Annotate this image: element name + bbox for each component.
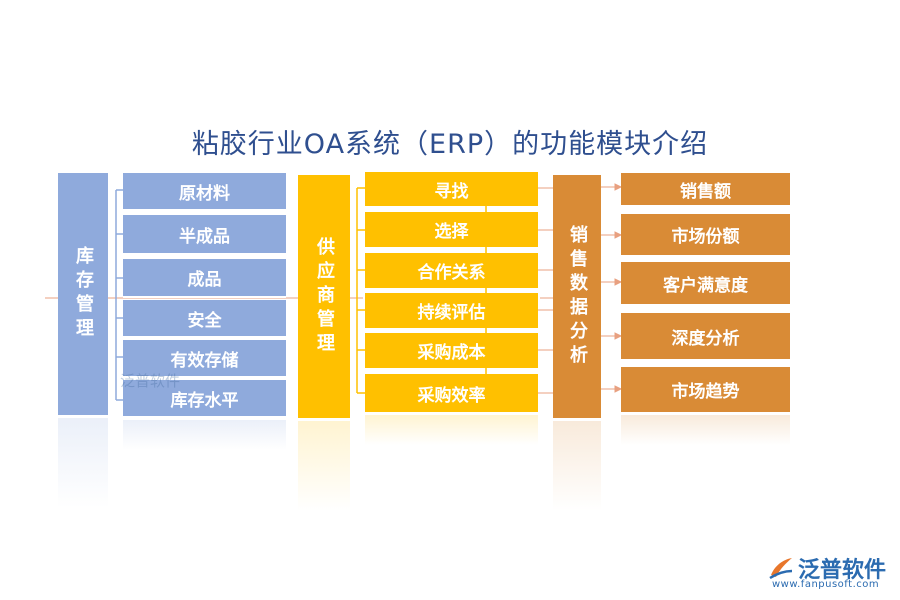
supplier-item-select: 选择 [365,212,538,247]
logo-url: www.fanpusoft.com [772,579,880,590]
inventory-item-effective-storage: 有效存储 [123,340,286,378]
supplier-item-search: 寻找 [365,172,538,206]
sales-analysis-box: 销售数据分析 [553,175,601,418]
logo-text: 泛普软件 [798,558,887,583]
inventory-item-stock-level: 库存水平 [123,380,286,418]
inventory-item-finished: 成品 [123,259,286,298]
sales-item-revenue: 销售额 [621,173,790,205]
watermark: 泛普软件 [120,372,181,390]
reflection [58,418,108,508]
reflection [553,421,601,511]
supplier-item-continuous-evaluation: 持续评估 [365,293,538,328]
brand-logo: 泛普软件 [768,552,886,584]
reflection [365,415,538,445]
supplier-item-purchase-cost: 采购成本 [365,333,538,368]
reflection [123,420,286,450]
supplier-item-partnership: 合作关系 [365,253,538,288]
supplier-item-purchase-efficiency: 采购效率 [365,374,538,412]
fanpu-logo-icon [769,558,793,580]
reflection [621,415,790,445]
sales-item-deep-analysis: 深度分析 [621,313,790,359]
inventory-item-safety: 安全 [123,300,286,338]
inventory-management-box: 库存管理 [58,173,108,415]
sales-item-customer-satisfaction: 客户满意度 [621,262,790,304]
sales-item-market-trend: 市场趋势 [621,367,790,412]
sales-item-market-share: 市场份额 [621,214,790,255]
diagram-title: 粘胶行业OA系统（ERP）的功能模块介绍 [191,129,709,160]
inventory-item-raw-material: 原材料 [123,173,286,211]
inventory-item-semi-finished: 半成品 [123,215,286,255]
supplier-management-box: 供应商管理 [298,175,350,418]
reflection [298,421,350,511]
